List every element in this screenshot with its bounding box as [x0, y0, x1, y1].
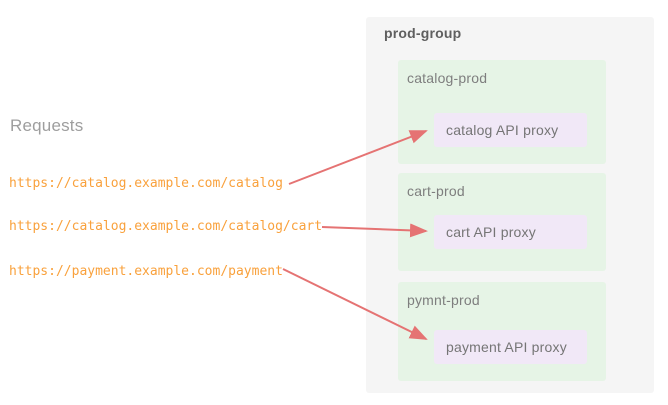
proxy-label: payment API proxy [446, 339, 567, 355]
prod-group-title: prod-group [384, 25, 462, 41]
cart-api-proxy-box: cart API proxy [434, 215, 587, 249]
payment-api-proxy-box: payment API proxy [434, 330, 587, 364]
request-url-catalog-cart: https://catalog.example.com/catalog/cart [9, 219, 323, 234]
environment-pymnt-prod: pymnt-prod payment API proxy [398, 282, 606, 381]
prod-group-container: prod-group catalog-prod catalog API prox… [366, 17, 654, 393]
catalog-api-proxy-box: catalog API proxy [434, 113, 587, 147]
request-url-payment: https://payment.example.com/payment [9, 264, 283, 279]
proxy-label: cart API proxy [446, 224, 536, 240]
environment-cart-prod: cart-prod cart API proxy [398, 173, 606, 271]
environment-name: catalog-prod [407, 70, 488, 86]
environment-name: cart-prod [407, 183, 465, 199]
request-url-catalog: https://catalog.example.com/catalog [9, 176, 283, 191]
environment-catalog-prod: catalog-prod catalog API proxy [398, 60, 606, 164]
requests-heading: Requests [10, 116, 84, 135]
proxy-label: catalog API proxy [446, 122, 559, 138]
environment-name: pymnt-prod [407, 292, 480, 308]
